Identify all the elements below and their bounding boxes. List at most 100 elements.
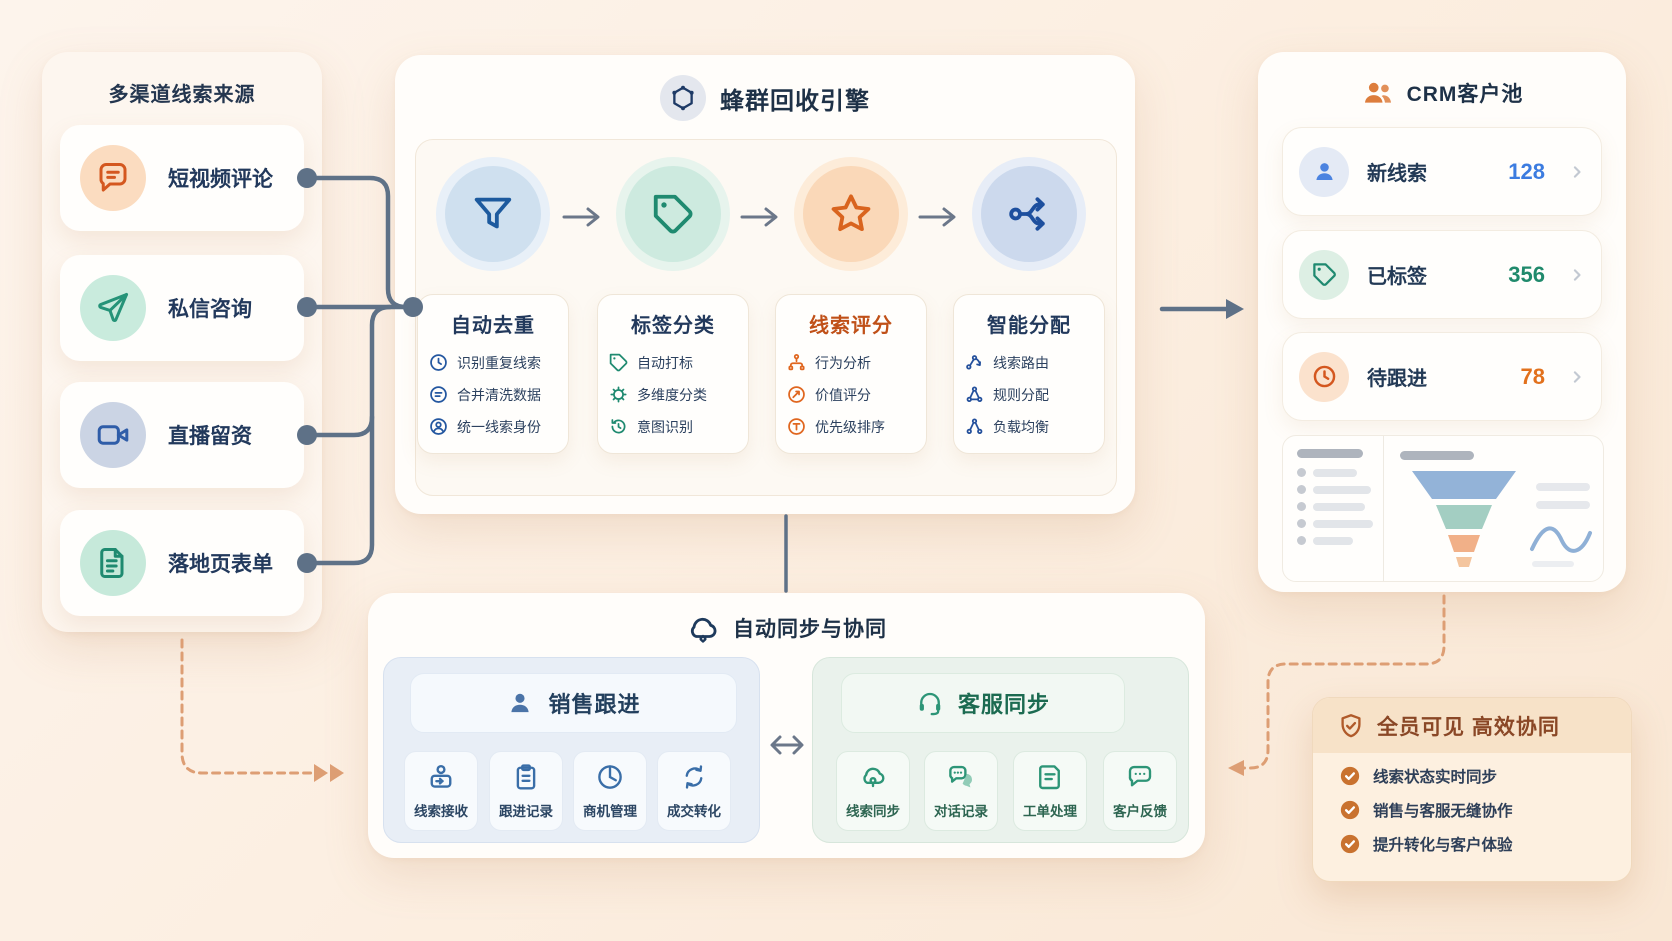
crm-row-label: 待跟进 xyxy=(1367,368,1427,390)
clipboard-icon xyxy=(516,764,536,790)
step-card: 智能分配 线索路由 规则分配 负载均衡 xyxy=(953,294,1105,454)
clock-icon xyxy=(430,354,447,371)
star-icon xyxy=(803,166,899,262)
arrow-right-icon xyxy=(562,207,600,227)
dashed-flow-left xyxy=(180,638,314,775)
priority-icon xyxy=(788,418,805,435)
step-item: 意图识别 xyxy=(608,416,738,437)
chevron-right-icon xyxy=(1573,370,1581,383)
route-nodes-icon xyxy=(966,355,981,370)
tag-small-icon xyxy=(609,353,628,372)
step-item: 线索路由 xyxy=(964,352,1094,373)
benefit-item: 提升转化与客户体验 xyxy=(1313,833,1631,855)
engine-to-crm-arrow xyxy=(1159,299,1244,319)
crm-row-new-leads[interactable]: 新线索 128 xyxy=(1282,127,1602,216)
clock-icon xyxy=(1299,351,1349,402)
chevron-right-icon xyxy=(1573,165,1581,178)
step-item: 优先级排序 xyxy=(786,416,916,437)
merge-lines-icon xyxy=(430,386,447,403)
step-item: 负载均衡 xyxy=(964,416,1094,437)
source-card-dm-inquiry: 私信咨询 xyxy=(60,255,304,361)
cloud-sync-icon xyxy=(690,617,717,643)
check-circle-icon xyxy=(1340,800,1360,820)
step-title: 智能分配 xyxy=(987,315,1071,337)
paper-plane-icon xyxy=(80,275,146,341)
arrow-right-icon xyxy=(918,207,956,227)
crm-header: CRM客户池 xyxy=(1258,76,1626,110)
engine-title: 蜂群回收引擎 xyxy=(720,87,870,115)
step-card: 线索评分 行为分析 价值评分 优先级排序 xyxy=(775,294,927,454)
crm-pool-panel: CRM客户池 新线索 128 已标签 356 待跟进 78 xyxy=(1258,52,1626,592)
step-item: 规则分配 xyxy=(964,384,1094,405)
source-label: 私信咨询 xyxy=(168,298,252,321)
intent-restore-icon xyxy=(611,419,626,434)
chat-duo-icon xyxy=(949,765,972,788)
source-label: 直播留资 xyxy=(168,425,252,448)
list-header-bar xyxy=(1297,449,1363,458)
load-balance-icon xyxy=(966,418,983,435)
engine-pipeline: 自动去重 识别重复线索 合并清洗数据 统一线索身份 xyxy=(415,139,1117,496)
step-item: 统一线索身份 xyxy=(428,416,558,437)
check-circle-icon xyxy=(1340,766,1360,786)
source-card-video-comments: 短视频评论 xyxy=(60,125,304,231)
benefits-title: 全员可见 高效协同 xyxy=(1377,715,1560,739)
service-item-sync: 线索同步 xyxy=(836,751,910,831)
crm-row-label: 已标签 xyxy=(1367,266,1427,288)
users-icon xyxy=(1364,82,1391,103)
sales-item-opportunity: 商机管理 xyxy=(573,751,647,831)
sales-title: 销售跟进 xyxy=(548,692,641,717)
funnel-icon xyxy=(445,166,541,262)
step-item: 合并清洗数据 xyxy=(428,384,558,405)
person-icon xyxy=(511,693,530,713)
dashed-right-arrowhead xyxy=(1228,760,1244,776)
step-card: 标签分类 自动打标 多维度分类 意图识别 xyxy=(597,294,749,454)
step-item: 识别重复线索 xyxy=(428,352,558,373)
source-label: 落地页表单 xyxy=(168,553,273,576)
pie-clock-icon xyxy=(598,765,622,789)
crm-row-follow-up[interactable]: 待跟进 78 xyxy=(1282,332,1602,421)
service-title: 客服同步 xyxy=(957,692,1050,717)
cloud-lead-icon xyxy=(863,767,885,788)
sales-item-conversion: 成交转化 xyxy=(657,751,731,831)
check-circle-icon xyxy=(1340,834,1360,854)
user-icon xyxy=(1299,146,1349,197)
crm-title: CRM客户池 xyxy=(1406,83,1524,106)
gauge-score-icon xyxy=(788,386,805,403)
sales-item-records: 跟进记录 xyxy=(489,751,563,831)
sales-item-receive: 线索接收 xyxy=(404,751,478,831)
chat-comment-icon xyxy=(80,145,146,211)
step-title: 标签分类 xyxy=(631,315,715,337)
step-item: 行为分析 xyxy=(786,352,916,373)
tag-icon xyxy=(1299,249,1349,300)
chevron-right-icon xyxy=(1573,268,1581,281)
step-item: 价值评分 xyxy=(786,384,916,405)
step-item: 多维度分类 xyxy=(608,384,738,405)
user-circle-icon xyxy=(430,418,447,435)
route-split-icon xyxy=(981,166,1077,262)
crm-row-count: 356 xyxy=(1508,261,1545,287)
step-tagging: 标签分类 自动打标 多维度分类 意图识别 xyxy=(597,140,749,454)
dashed-left-arrowheads xyxy=(314,764,344,782)
sales-pill: 销售跟进 xyxy=(410,673,737,733)
sync-collab-panel: 自动同步与协同 销售跟进 线索接收 跟进记录 商机管理 xyxy=(368,593,1205,858)
step-item: 自动打标 xyxy=(608,352,738,373)
service-subpanel: 客服同步 线索同步 对话记录 工单处理 客户反馈 xyxy=(812,657,1189,843)
source-label: 短视频评论 xyxy=(168,168,273,191)
source-card-livestream: 直播留资 xyxy=(60,382,304,488)
headset-icon xyxy=(919,692,941,716)
document-form-icon xyxy=(80,530,146,596)
lead-receive-icon xyxy=(430,764,452,788)
benefit-item: 线索状态实时同步 xyxy=(1313,765,1631,787)
tag-icon xyxy=(625,166,721,262)
sync-title: 自动同步与协同 xyxy=(733,618,887,641)
step-title: 线索评分 xyxy=(809,315,893,337)
lead-sources-panel: 多渠道线索来源 短视频评论 私信咨询 xyxy=(42,52,322,632)
double-arrow-icon xyxy=(770,735,804,755)
step-assignment: 智能分配 线索路由 规则分配 负载均衡 xyxy=(953,140,1105,454)
service-item-feedback: 客户反馈 xyxy=(1103,751,1177,831)
benefit-item: 销售与客服无缝协作 xyxy=(1313,799,1631,821)
crm-row-tagged[interactable]: 已标签 356 xyxy=(1282,230,1602,319)
mini-funnel-chart xyxy=(1384,436,1603,581)
service-pill: 客服同步 xyxy=(841,673,1125,733)
